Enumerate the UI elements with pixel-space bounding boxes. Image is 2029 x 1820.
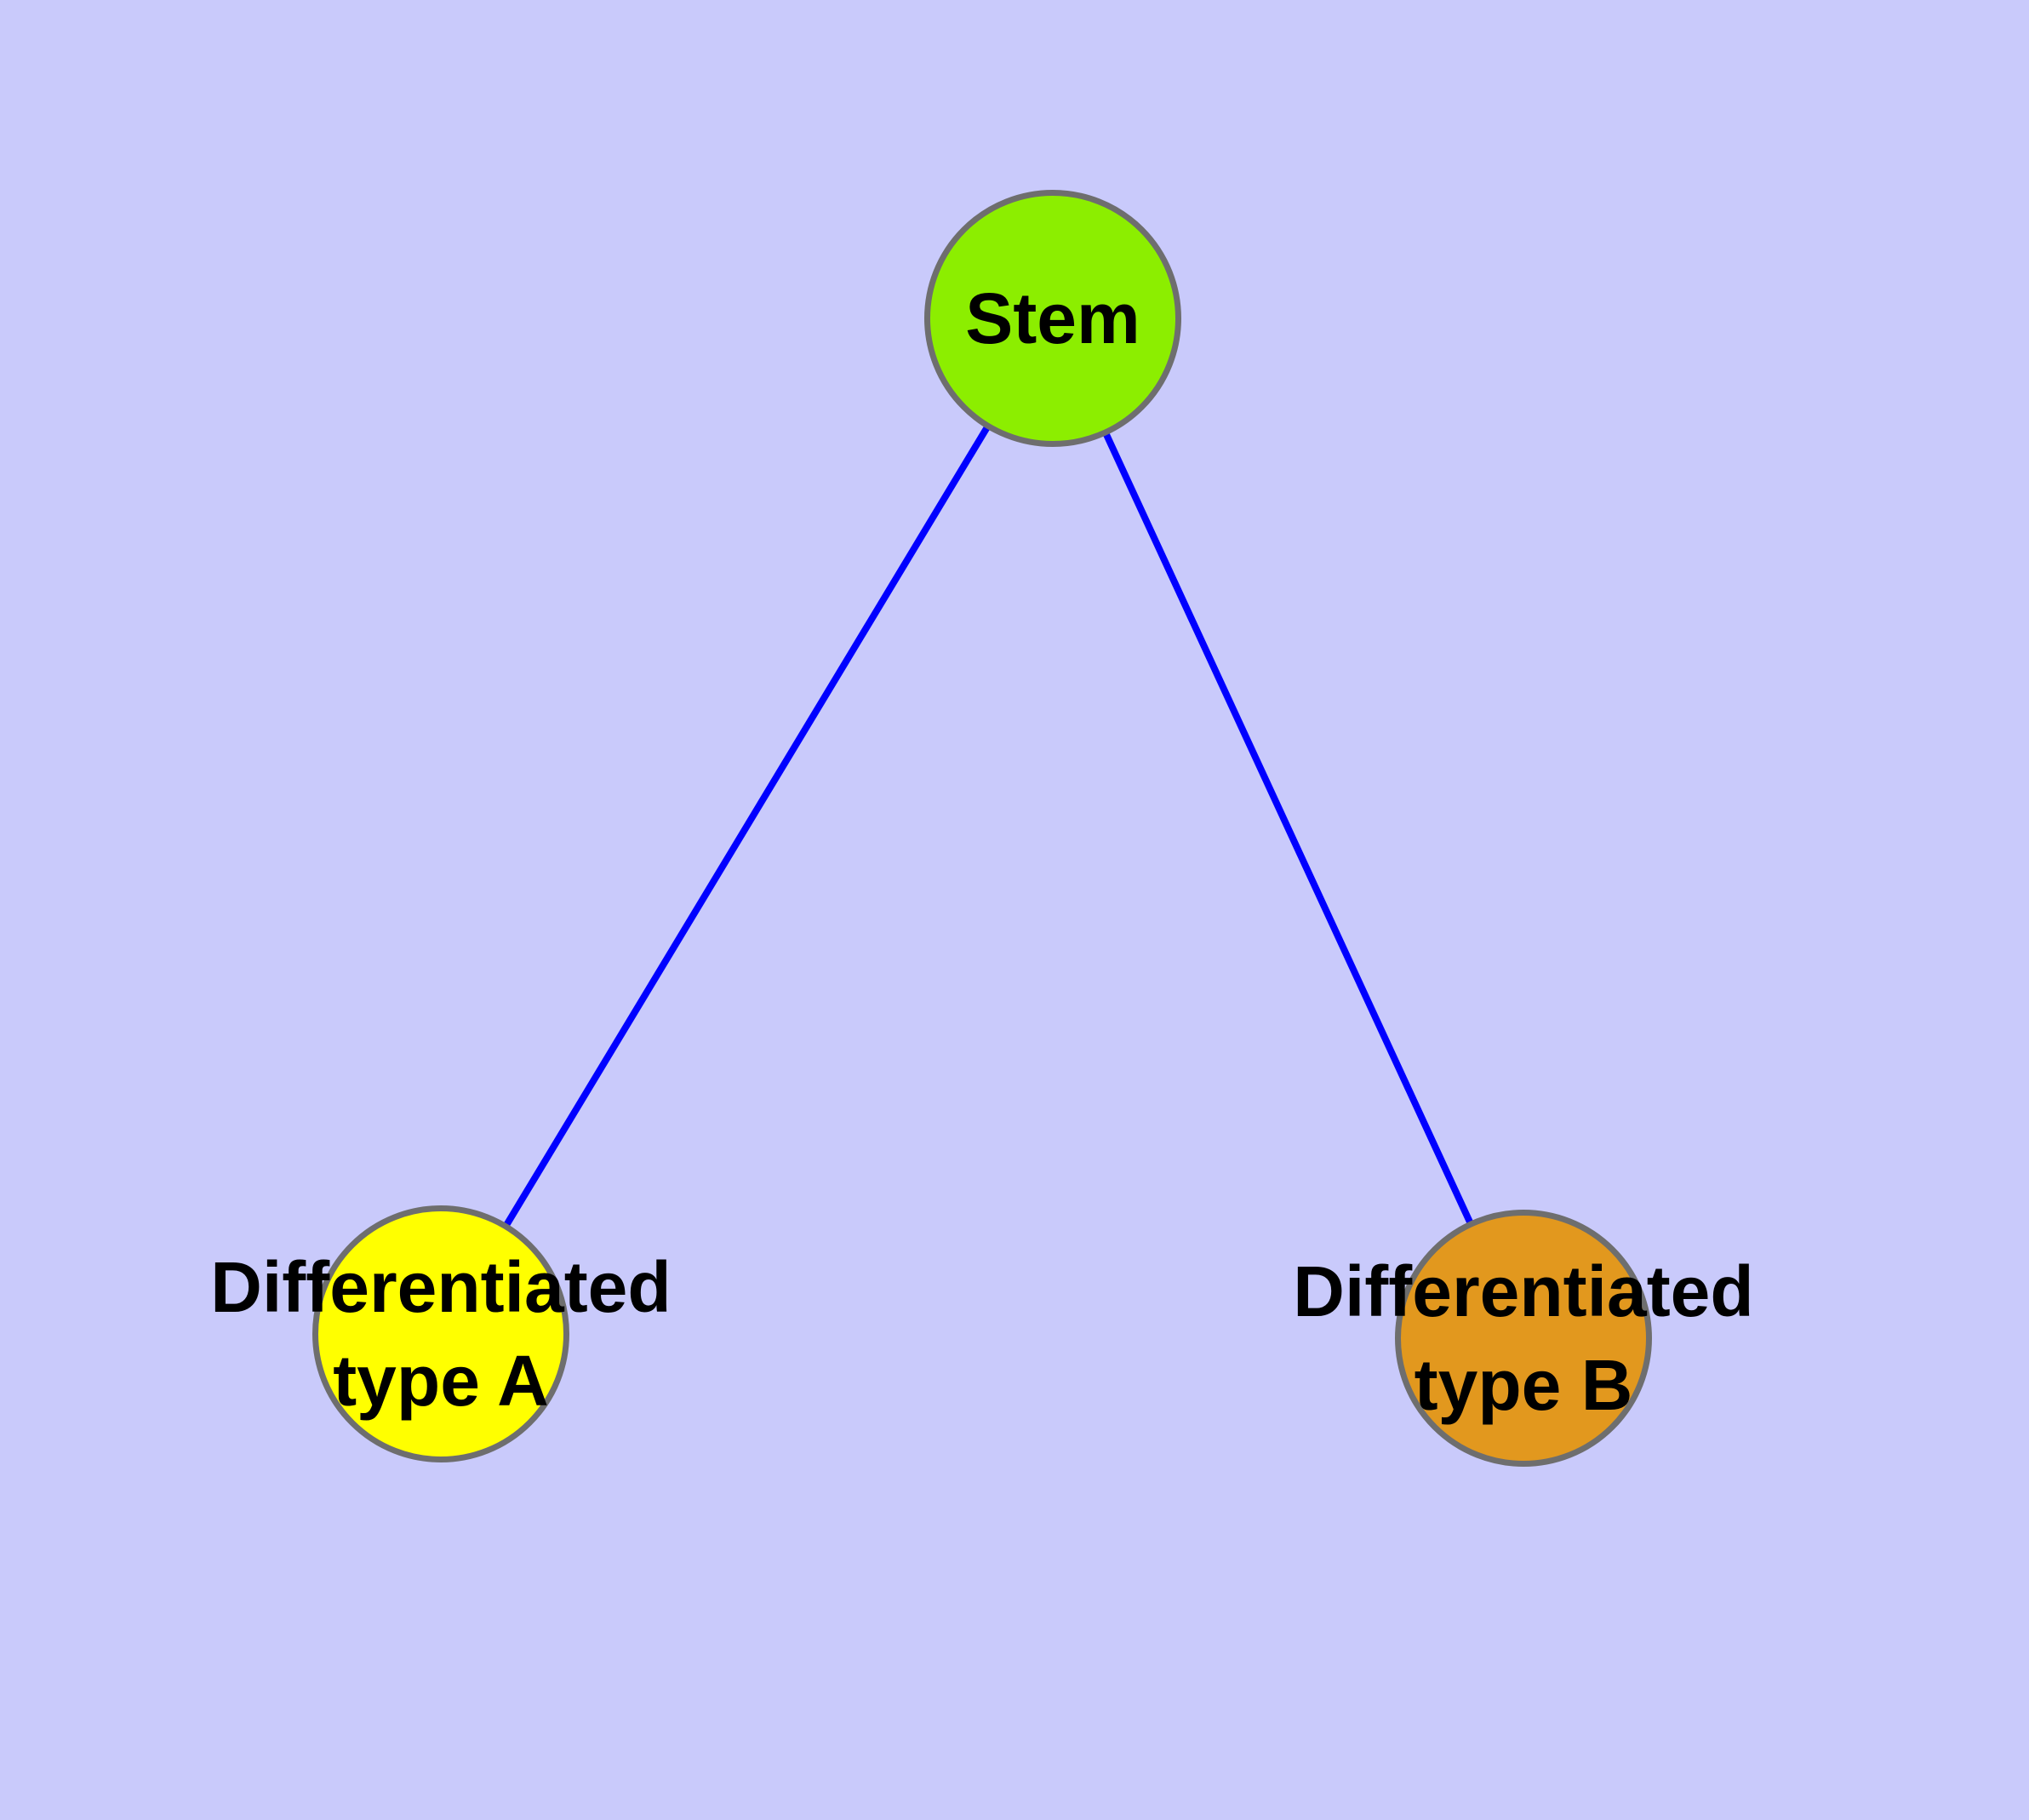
node-differentiated-type-a-label: Differentiated type A [210,1247,672,1421]
node-differentiated-type-b [1395,1210,1652,1467]
node-stem-label: Stem [965,278,1140,358]
node-differentiated-type-a [312,1205,569,1462]
node-stem [924,190,1181,447]
edge-stem-to-type-a [437,316,1056,1336]
edge-stem-to-type-b [1049,317,1527,1340]
node-differentiated-type-b-label: Differentiated type B [1293,1251,1754,1425]
